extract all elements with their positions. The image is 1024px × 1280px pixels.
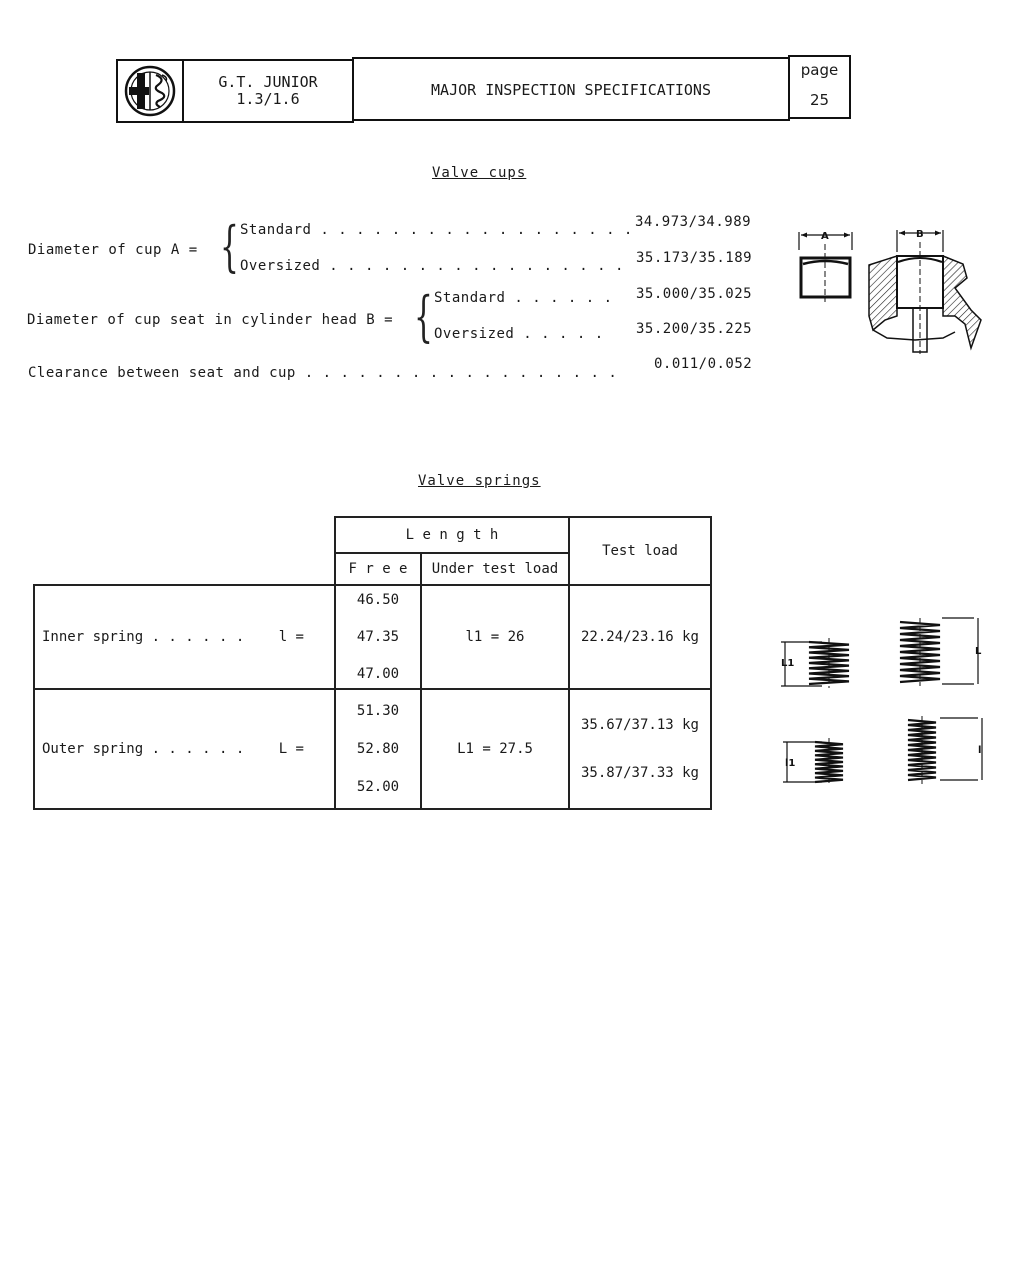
seat-oversized-label: Oversized . . . . . xyxy=(434,326,604,342)
model-name: G.T. JUNIOR xyxy=(218,73,318,91)
length-header: L e n g t h xyxy=(334,516,570,554)
outer-under-load-cell: L1 = 27.5 xyxy=(420,688,570,810)
label-b: B xyxy=(916,229,924,240)
outer-spring-name: Outer spring . . . . . . xyxy=(42,741,245,757)
inner-free-value: 47.00 xyxy=(356,666,400,682)
label-L: L xyxy=(975,646,982,657)
table-row: Inner spring . . . . . . l = 46.50 47.35… xyxy=(33,584,712,690)
cup-oversized-label: Oversized . . . . . . . . . . . . . . . … xyxy=(240,258,624,274)
table-blank-cell xyxy=(34,517,335,553)
outer-spring-small-drawing xyxy=(907,718,937,782)
valve-springs-diagram: L1 L l1 l xyxy=(781,617,983,786)
test-load-header: Test load xyxy=(568,516,712,586)
valve-springs-table: L e n g t h Test load F r e e Under test… xyxy=(33,516,712,810)
alfa-romeo-badge-icon xyxy=(124,65,176,117)
table-row: Outer spring . . . . . . L = 51.30 52.80… xyxy=(33,688,712,810)
page-number: 25 xyxy=(809,91,830,109)
outer-spring-symbol: L = xyxy=(278,741,304,757)
cup-standard-label: Standard . . . . . . . . . . . . . . . .… xyxy=(240,222,633,238)
inner-spring-label-cell: Inner spring . . . . . . l = xyxy=(33,584,336,690)
outer-free-value: 52.80 xyxy=(356,741,400,757)
valve-cups-title: Valve cups xyxy=(432,165,527,181)
outer-test-load-value: 35.87/37.33 kg xyxy=(580,765,699,781)
inner-spring-symbol: l = xyxy=(278,629,304,645)
label-l: l xyxy=(978,745,981,756)
seat-diameter-brace: { xyxy=(414,285,433,348)
table-blank-cell xyxy=(34,553,335,585)
logo-box xyxy=(116,59,184,123)
page-box: page 25 xyxy=(788,55,851,119)
model-box: G.T. JUNIOR 1.3/1.6 xyxy=(182,59,354,123)
model-engine: 1.3/1.6 xyxy=(236,90,300,108)
outer-spring-label-cell: Outer spring . . . . . . L = xyxy=(33,688,336,810)
label-a: A xyxy=(821,231,829,242)
inner-under-load-cell: l1 = 26 xyxy=(420,584,570,690)
inner-free-value: 46.50 xyxy=(356,592,400,608)
clearance-value: 0.011/0.052 xyxy=(654,356,753,372)
free-header: F r e e xyxy=(334,552,422,586)
under-test-load-header: Under test load xyxy=(420,552,570,586)
inner-spring-free-cell: 46.50 47.35 47.00 xyxy=(334,584,422,690)
seat-standard-label: Standard . . . . . . xyxy=(434,290,613,306)
cup-diameter-label: Diameter of cup A = xyxy=(28,242,198,258)
outer-spring-free-cell: 51.30 52.80 52.00 xyxy=(334,688,422,810)
title-box: MAJOR INSPECTION SPECIFICATIONS xyxy=(352,57,790,121)
inner-spring-small-drawing xyxy=(814,740,844,784)
page-label: page xyxy=(800,61,839,79)
seat-oversized-value: 35.200/35.225 xyxy=(636,321,753,337)
outer-test-load-cell: 35.67/37.13 kg 35.87/37.33 kg xyxy=(568,688,712,810)
outer-free-value: 51.30 xyxy=(356,703,400,719)
cylinder-head-seat-drawing xyxy=(868,230,982,354)
label-l1: l1 xyxy=(785,758,795,769)
page-header: G.T. JUNIOR 1.3/1.6 MAJOR INSPECTION SPE… xyxy=(116,55,851,123)
seat-diameter-label: Diameter of cup seat in cylinder head B … xyxy=(27,312,394,328)
clearance-label: Clearance between seat and cup . . . . .… xyxy=(28,365,618,381)
outer-test-load-value: 35.67/37.13 kg xyxy=(580,717,699,733)
valve-springs-title: Valve springs xyxy=(418,473,541,489)
seat-standard-value: 35.000/35.025 xyxy=(636,286,753,302)
cup-diameter-brace: { xyxy=(220,215,239,278)
outer-free-value: 52.00 xyxy=(356,779,400,795)
inner-spring-name: Inner spring . . . . . . xyxy=(42,629,245,645)
valve-cup-diagram: A B xyxy=(798,229,982,354)
valve-cup-a-drawing xyxy=(798,232,853,302)
inner-test-load-cell: 22.24/23.16 kg xyxy=(568,584,712,690)
label-L1: L1 xyxy=(781,658,794,669)
page-title: MAJOR INSPECTION SPECIFICATIONS xyxy=(431,81,711,99)
outer-spring-free-drawing xyxy=(899,620,941,684)
spring-drawings xyxy=(781,617,983,786)
inner-spring-compressed-drawing xyxy=(808,640,850,686)
inner-free-value: 47.35 xyxy=(356,629,400,645)
cup-standard-value: 34.973/34.989 xyxy=(635,214,752,230)
cup-oversized-value: 35.173/35.189 xyxy=(636,250,753,266)
